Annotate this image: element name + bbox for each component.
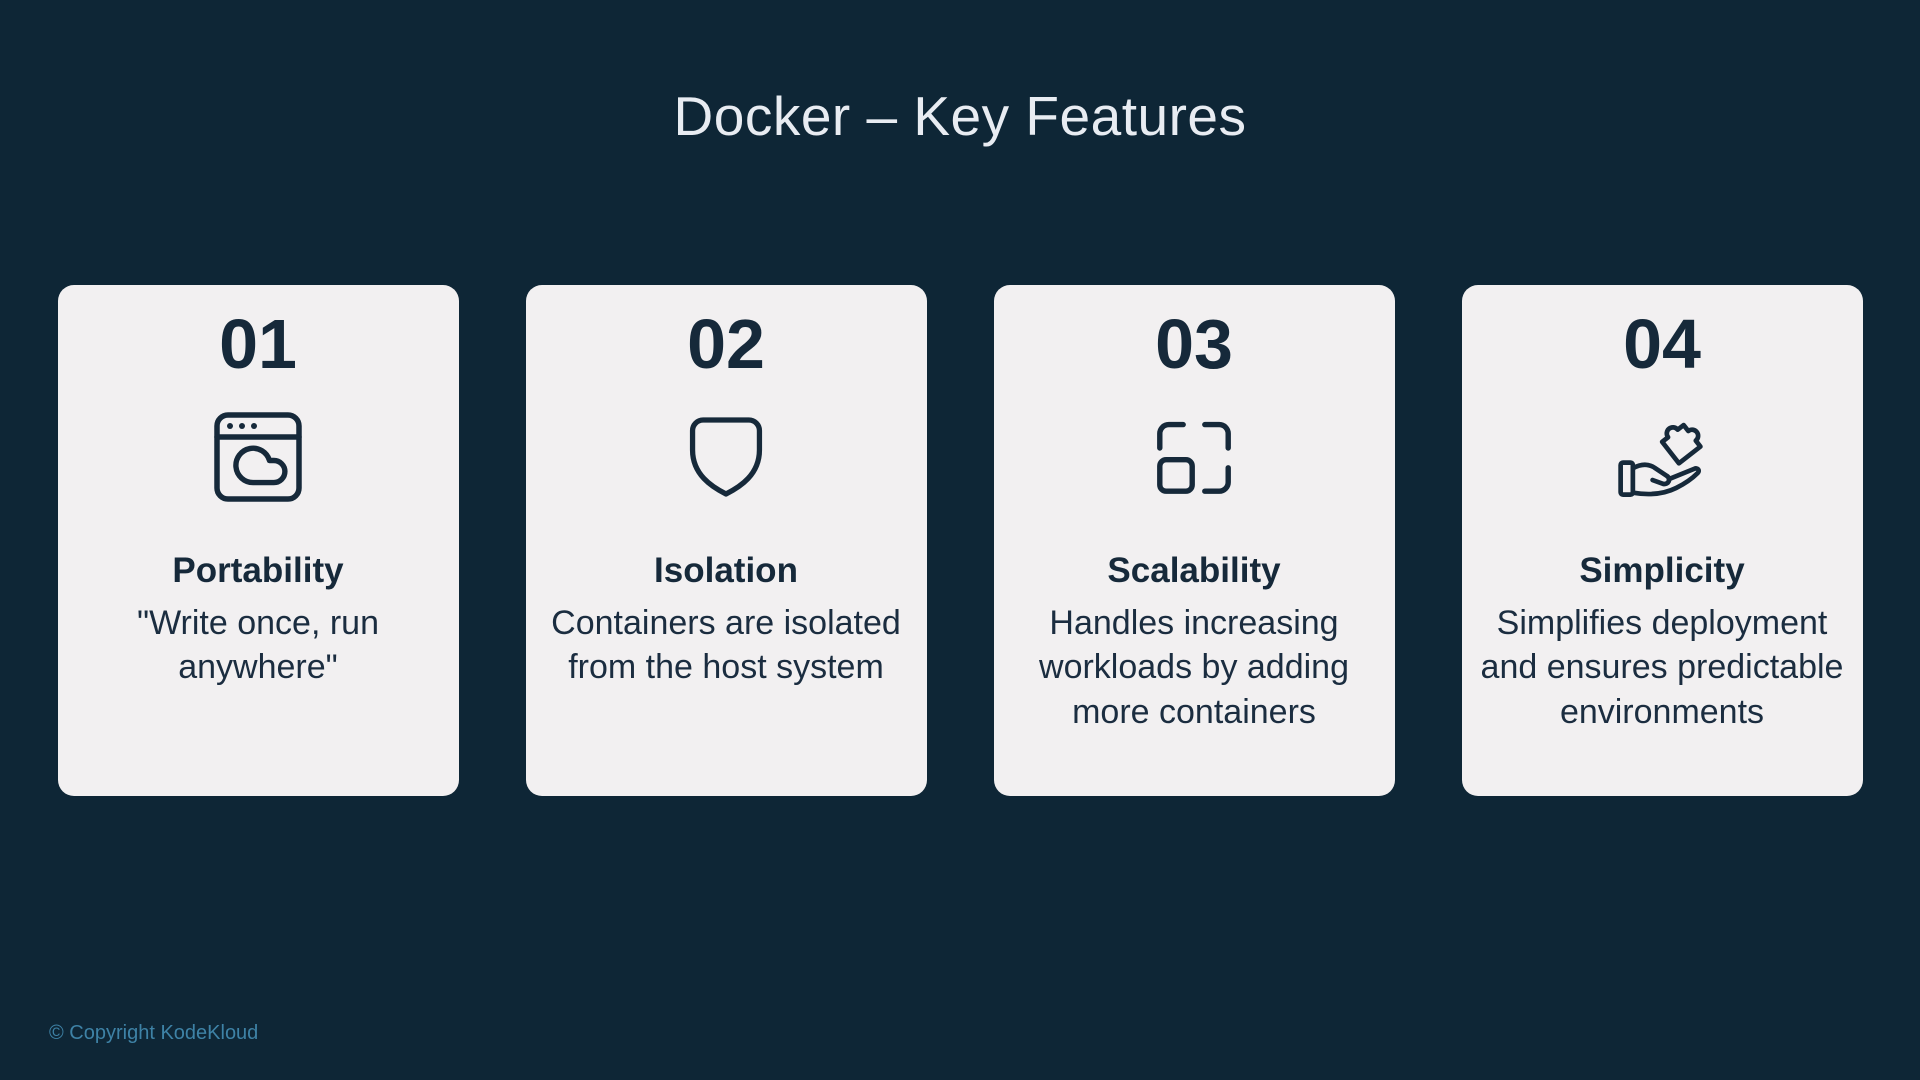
page-title: Docker – Key Features — [673, 85, 1247, 147]
copyright-text: © Copyright KodeKloud — [49, 1022, 259, 1044]
card-description: Containers are isolated from the host sy… — [551, 604, 901, 687]
card-description: Simplifies deployment and ensures predic… — [1480, 604, 1844, 731]
shield-icon — [682, 407, 770, 507]
feature-card-scalability: 03 Scalability Handles increasing worklo… — [993, 285, 1395, 796]
hand-puzzle-icon — [1615, 407, 1709, 507]
card-title: Simplicity — [1579, 551, 1745, 590]
card-description: Handles increasing workloads by adding m… — [1039, 604, 1349, 731]
feature-card-portability: 01 Portability "Write once, run anywhere… — [57, 285, 459, 796]
card-number: 01 — [219, 305, 297, 383]
feature-card-simplicity: 04 Simplicity Simplifies deployment and … — [1461, 285, 1863, 796]
card-title: Portability — [172, 551, 344, 590]
card-number: 04 — [1623, 305, 1701, 383]
card-description: "Write once, run anywhere" — [137, 604, 379, 687]
feature-card-isolation: 02 Isolation Containers are isolated fro… — [525, 285, 927, 796]
feature-cards-row: 01 Portability "Write once, run anywhere… — [0, 285, 1920, 796]
card-number: 02 — [687, 305, 765, 383]
scale-icon — [1149, 407, 1239, 507]
browser-cloud-icon — [214, 407, 302, 507]
card-number: 03 — [1155, 305, 1233, 383]
card-title: Scalability — [1107, 551, 1281, 590]
card-title: Isolation — [654, 551, 798, 590]
